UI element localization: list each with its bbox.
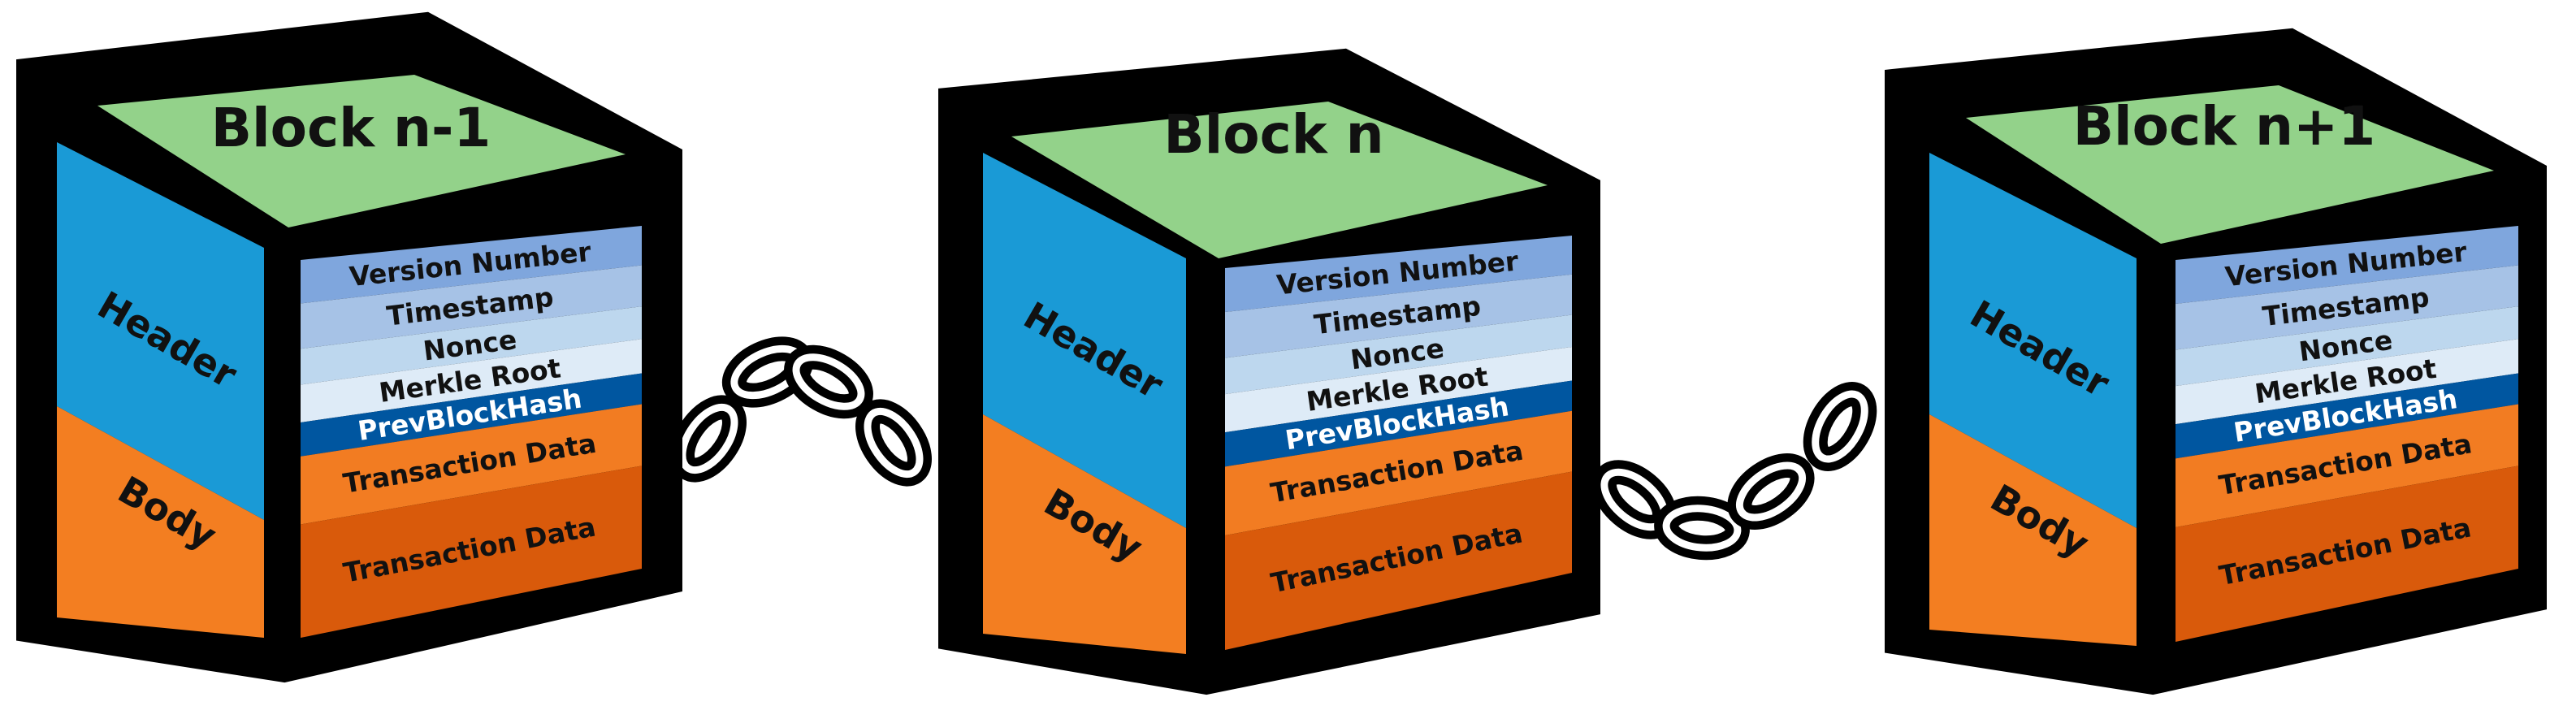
block-title: Block n+1 bbox=[2073, 95, 2375, 158]
block-header-face bbox=[57, 142, 264, 520]
field-row-band bbox=[2176, 306, 2518, 387]
block-body-face bbox=[57, 406, 264, 638]
field-row-band bbox=[301, 373, 642, 457]
block-body-face bbox=[983, 414, 1186, 654]
field-row-band bbox=[1225, 471, 1572, 650]
field-row-band bbox=[1225, 410, 1572, 535]
block-top-face bbox=[97, 75, 626, 227]
field-row-band bbox=[2176, 265, 2518, 350]
block-header-face bbox=[1929, 153, 2137, 528]
block-header-face bbox=[983, 153, 1186, 528]
block-body-face bbox=[1929, 414, 2137, 646]
block-top-face bbox=[1966, 85, 2494, 244]
block-title: Block n bbox=[1163, 103, 1383, 166]
field-row-band bbox=[301, 226, 642, 304]
chain-link-icon bbox=[670, 336, 932, 487]
field-row-band bbox=[2176, 339, 2518, 425]
field-row-band bbox=[2176, 466, 2518, 642]
block-title: Block n-1 bbox=[211, 97, 491, 159]
field-row-band bbox=[1225, 380, 1572, 467]
field-row-band bbox=[301, 265, 642, 349]
field-row-band bbox=[301, 306, 642, 385]
field-row-band bbox=[2176, 226, 2518, 305]
field-row-band bbox=[2176, 373, 2518, 459]
field-row-band bbox=[301, 466, 642, 638]
field-row-band bbox=[1225, 274, 1572, 358]
field-row-band bbox=[301, 404, 642, 525]
field-row-band bbox=[1225, 346, 1572, 433]
block-top-face bbox=[1011, 102, 1548, 258]
field-row-band bbox=[1225, 236, 1572, 313]
field-row-band bbox=[2176, 404, 2518, 527]
field-row-band bbox=[1225, 314, 1572, 395]
chain-link-icon bbox=[1591, 382, 1877, 561]
field-row-band bbox=[301, 339, 642, 422]
